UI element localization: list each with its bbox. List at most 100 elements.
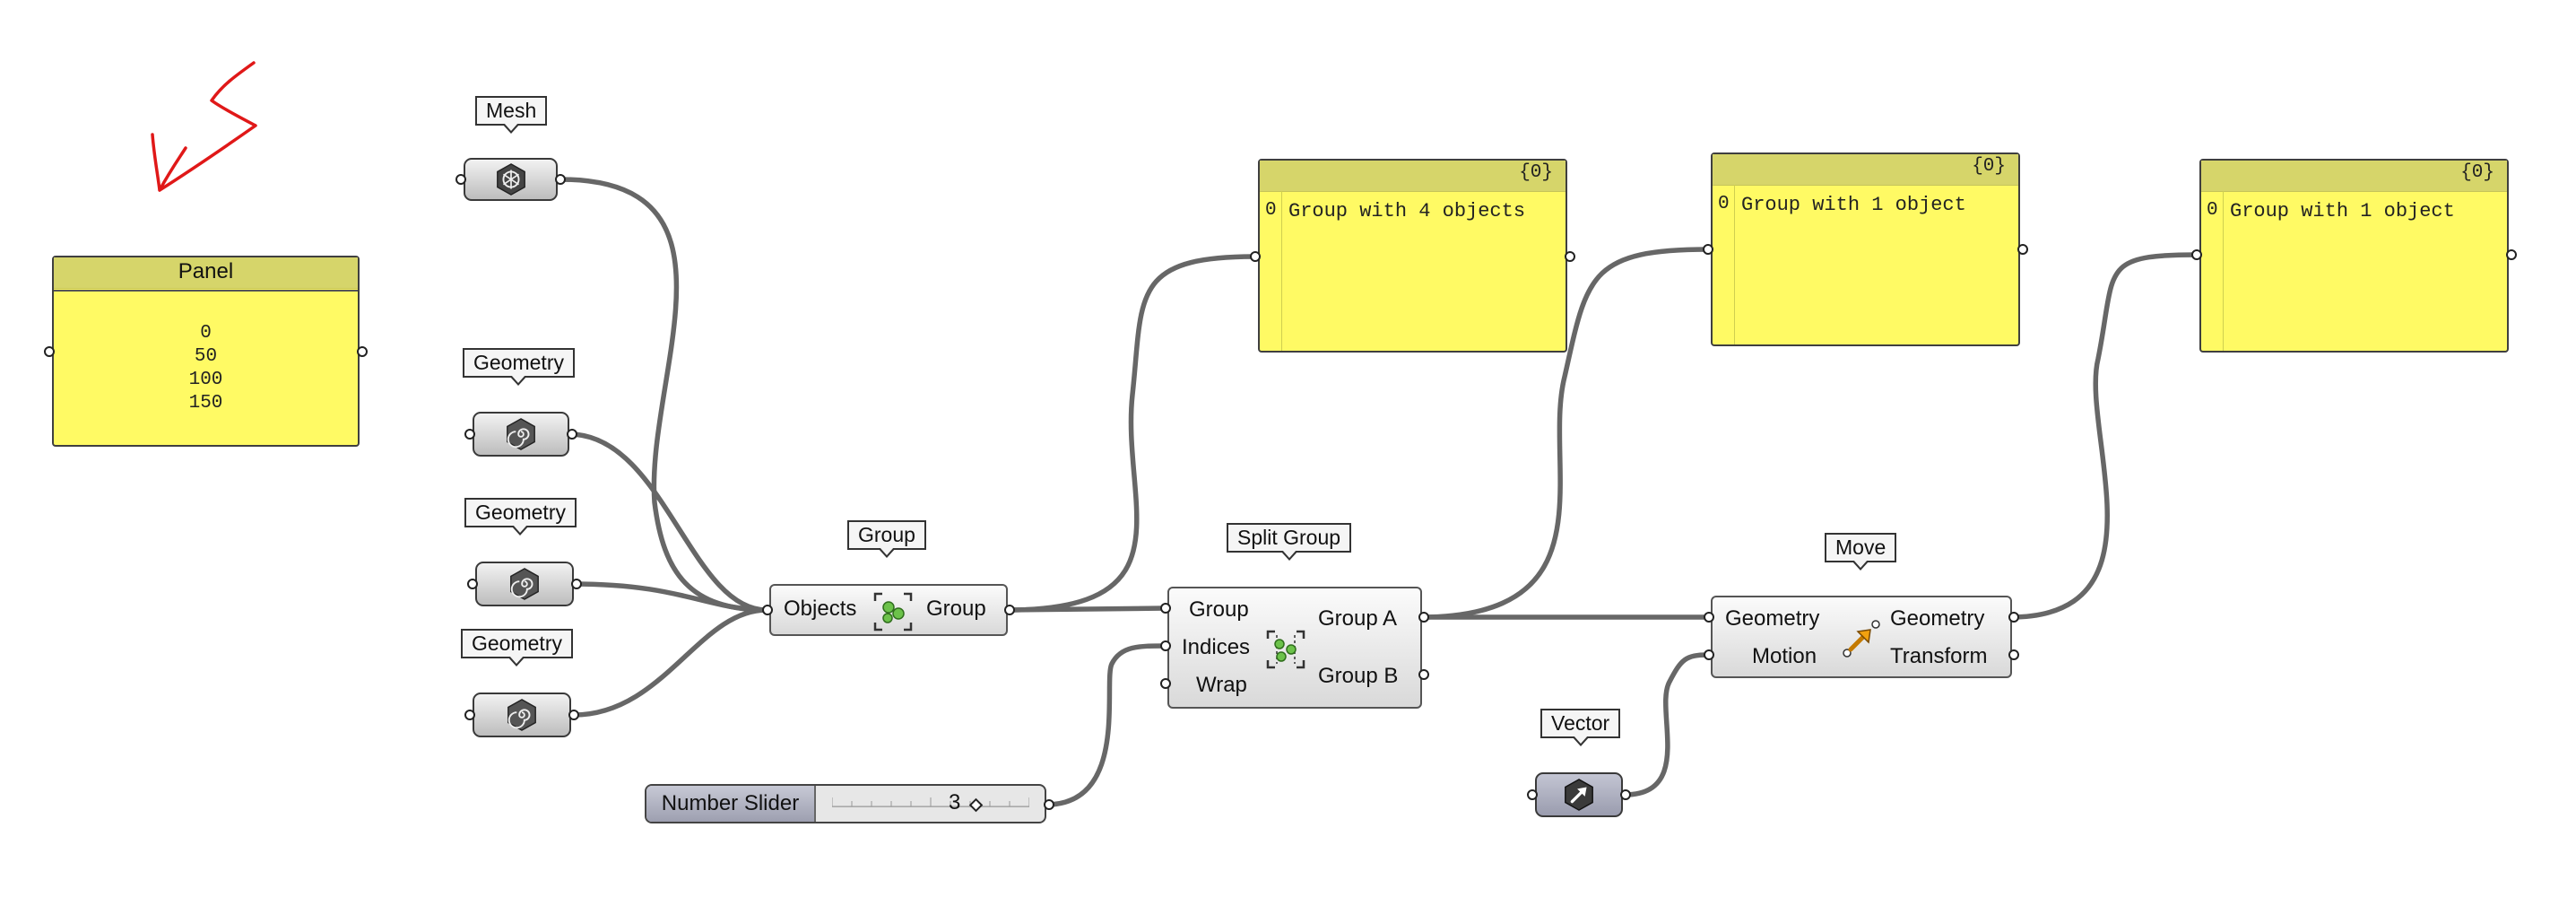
geometry-output-grip[interactable] — [567, 429, 577, 440]
slider-track[interactable] — [832, 794, 1029, 807]
geometry-output-grip[interactable] — [568, 710, 579, 720]
group-output-label: Group — [926, 597, 986, 621]
wire-vector-to-motion — [1622, 652, 1711, 797]
geometry-param[interactable] — [475, 562, 574, 606]
mesh-input-grip[interactable] — [455, 174, 466, 185]
panel-output-grip[interactable] — [1565, 251, 1575, 262]
split-group-tag: Split Group — [1227, 523, 1352, 561]
wire-geometry2-to-objects — [571, 581, 769, 613]
panel-row-index: 0 — [1265, 200, 1277, 221]
group-a-output-label: Group A — [1318, 606, 1398, 631]
panel-path-label: {0} — [2460, 162, 2494, 183]
geometry-output-grip[interactable] — [2008, 612, 2019, 623]
panel-row-text: Group with 1 object — [1741, 194, 1966, 216]
geometry-input-grip[interactable] — [1704, 612, 1714, 623]
group-a-output-grip[interactable] — [1418, 612, 1429, 623]
panel-row-index: 0 — [1718, 194, 1730, 214]
panel-value: 50 — [194, 346, 218, 367]
vector-param[interactable] — [1535, 772, 1623, 817]
output-panel[interactable]: {0} 0 Group with 1 object — [2199, 159, 2509, 353]
number-slider[interactable]: Number Slider 3 — [645, 784, 1046, 823]
wrap-input-label: Wrap — [1196, 673, 1247, 697]
panel-input-grip[interactable] — [44, 346, 55, 357]
transform-output-label: Transform — [1890, 644, 1988, 668]
vector-input-grip[interactable] — [1527, 789, 1538, 800]
indices-input-grip[interactable] — [1160, 640, 1171, 651]
panel-value: 100 — [188, 370, 223, 390]
indices-input-label: Indices — [1182, 635, 1251, 659]
group-input-label: Group — [1189, 597, 1249, 622]
objects-input-label: Objects — [784, 597, 857, 621]
panel-header — [1260, 161, 1566, 192]
wire-mesh-to-objects — [558, 177, 769, 613]
panel-values: 0 50 100 150 — [54, 322, 358, 415]
panel-input-grip[interactable] — [1250, 251, 1261, 262]
panel-input-grip[interactable] — [2191, 249, 2202, 260]
mesh-output-grip[interactable] — [555, 174, 566, 185]
mesh-tag: Mesh — [475, 96, 548, 134]
panel-input-grip[interactable] — [1703, 244, 1713, 255]
move-component[interactable]: Geometry Motion Geometry Transform — [1711, 596, 2012, 678]
geometry-icon — [507, 418, 535, 450]
geometry-input-grip[interactable] — [467, 579, 478, 589]
vector-icon — [1565, 779, 1593, 811]
output-panel[interactable]: {0} 0 Group with 1 object — [1711, 152, 2020, 346]
panel-output-grip[interactable] — [357, 346, 368, 357]
group-b-output-label: Group B — [1318, 664, 1399, 688]
geometry-tag: Geometry — [463, 348, 575, 386]
transform-output-grip[interactable] — [2008, 649, 2019, 660]
input-panel[interactable]: Panel 0 50 100 150 — [52, 256, 360, 447]
panel-divider — [54, 290, 358, 292]
group-b-output-grip[interactable] — [1418, 669, 1429, 680]
slider-value: 3 — [949, 790, 961, 815]
panel-output-grip[interactable] — [2506, 249, 2517, 260]
wire-move-to-panel3 — [2008, 252, 2199, 620]
wire-geometry1-to-objects — [567, 431, 769, 613]
geometry-input-grip[interactable] — [464, 429, 475, 440]
panel-index-column — [1713, 185, 1735, 344]
panel-row-text: Group with 4 objects — [1288, 200, 1526, 222]
geometry-input-label: Geometry — [1725, 606, 1820, 631]
geometry-icon — [507, 699, 536, 731]
panel-title: Panel — [178, 259, 234, 283]
geometry-tag: Geometry — [461, 629, 573, 666]
group-output-grip[interactable] — [1004, 605, 1015, 615]
wire-group-to-splitgroup — [1005, 605, 1168, 613]
panel-row-index: 0 — [2207, 200, 2218, 221]
group-component[interactable]: Objects Group — [769, 584, 1008, 636]
geometry-param[interactable] — [473, 693, 571, 737]
slider-label: Number Slider — [646, 786, 816, 822]
panel-path-label: {0} — [1972, 156, 2006, 177]
panel-output-grip[interactable] — [2017, 244, 2028, 255]
group-icon — [873, 592, 913, 632]
wire-group-to-panel1 — [1005, 254, 1258, 613]
split-group-component[interactable]: Group Indices Wrap Group A Group B — [1167, 587, 1422, 709]
mesh-param[interactable] — [464, 158, 558, 201]
move-icon — [1843, 620, 1880, 658]
panel-value: 150 — [188, 393, 223, 414]
wrap-input-grip[interactable] — [1160, 678, 1171, 689]
geometry-input-grip[interactable] — [464, 710, 475, 720]
move-tag: Move — [1825, 533, 1897, 571]
wire-groupa-to-panel2 — [1418, 247, 1711, 620]
vector-tag: Vector — [1540, 709, 1621, 746]
panel-row-text: Group with 1 object — [2230, 200, 2455, 222]
motion-input-grip[interactable] — [1704, 649, 1714, 660]
geometry-param[interactable] — [473, 412, 569, 457]
mesh-icon — [496, 163, 525, 196]
output-panel[interactable]: {0} 0 Group with 4 objects — [1258, 159, 1567, 353]
panel-header — [2201, 161, 2507, 192]
motion-input-label: Motion — [1752, 644, 1817, 668]
geometry-icon — [510, 568, 539, 600]
vector-output-grip[interactable] — [1620, 789, 1631, 800]
geometry-output-grip[interactable] — [571, 579, 582, 589]
panel-value: 0 — [200, 323, 212, 344]
geometry-tag: Geometry — [464, 498, 577, 536]
panel-header — [1713, 154, 2018, 186]
panel-header — [54, 257, 358, 289]
wire-geometry3-to-objects — [571, 607, 769, 718]
split-group-icon — [1266, 630, 1305, 669]
objects-input-grip[interactable] — [762, 605, 773, 615]
slider-output-grip[interactable] — [1044, 799, 1054, 810]
group-input-grip[interactable] — [1160, 603, 1171, 614]
